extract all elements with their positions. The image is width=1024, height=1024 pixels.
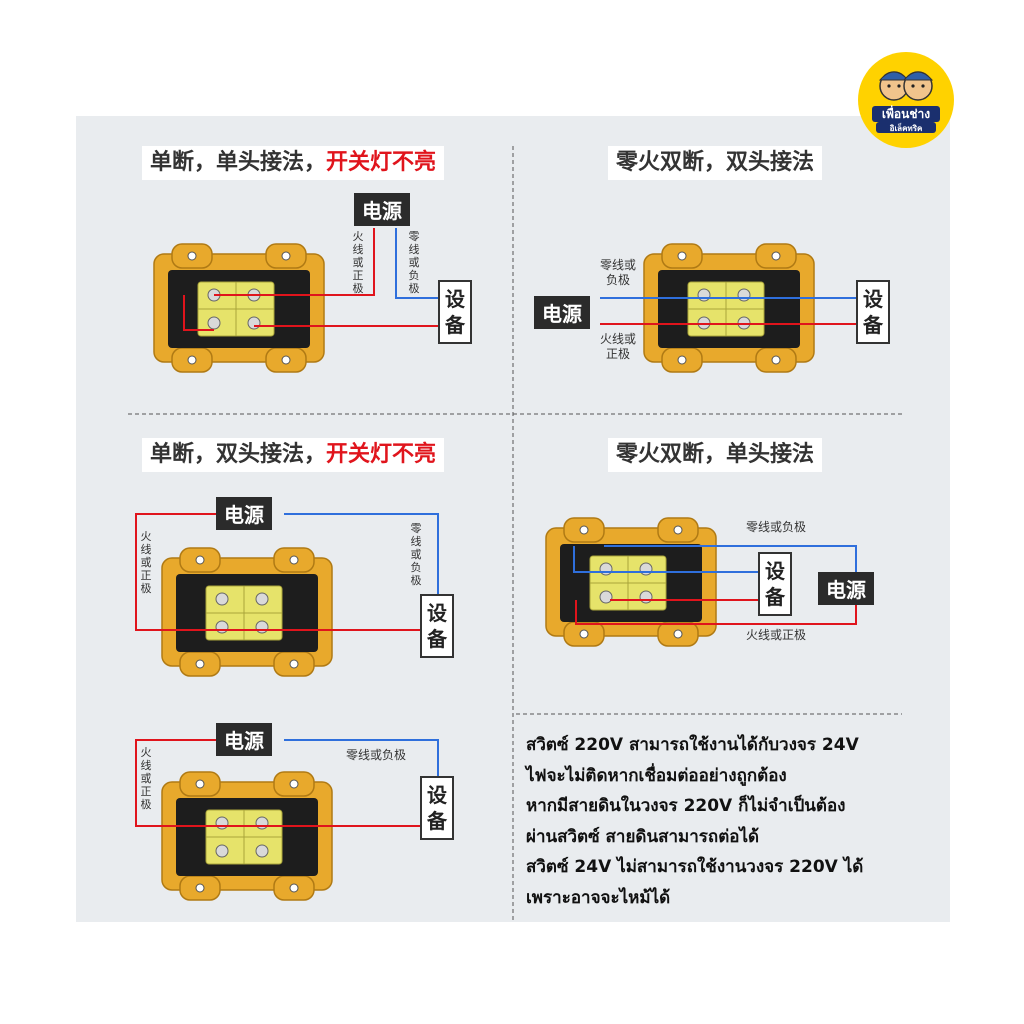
mechanic-mascot-icon: เพื่อนช่าง อิเล็คทริค xyxy=(872,71,940,133)
panel-3-neutral-label: 零线或负极 xyxy=(410,522,422,587)
panel-1-title: 单断，单头接法，开关灯不亮 xyxy=(142,146,445,180)
panel-5-live-label: 火线或正极 xyxy=(140,746,152,811)
switch-housing-1 xyxy=(153,243,325,373)
neutral-wire-4a xyxy=(573,546,760,573)
panel-3-live-label: 火线或正极 xyxy=(140,530,152,595)
live-wire-3 xyxy=(135,513,420,631)
note-line-5: สวิตซ์ 24V ไม่สามารถใช้งานวงจร 220V ได้ xyxy=(526,857,864,877)
live-wire-1a xyxy=(183,295,214,331)
panel-1-equipment-box: 设备 xyxy=(438,280,472,344)
panel-1-title-warning: 开关灯不亮 xyxy=(326,150,437,175)
switch-housing-3 xyxy=(161,547,333,677)
panel-4-neutral-label: 零线或负极 xyxy=(746,520,807,534)
panel-3-title: 单断，双头接法，开关灯不亮 xyxy=(142,438,445,472)
panel-4-equipment-box: 设备 xyxy=(758,552,792,616)
live-wire-4b xyxy=(575,600,857,625)
live-wire-1b xyxy=(214,228,375,296)
panel-2-live-label: 火线或正极 xyxy=(599,332,636,361)
thai-note: สวิตซ์ 220V สามารถใช้งานได้กับวงจร 24V ไ… xyxy=(526,730,956,913)
panel-1-live-label: 火线或正极 xyxy=(352,230,364,295)
panel-3-power-label: 电源 xyxy=(216,497,272,530)
logo-line-1: เพื่อนช่าง xyxy=(882,105,930,121)
panel-4-power-label: 电源 xyxy=(818,572,874,605)
panel-1-neutral-label: 零线或负极 xyxy=(408,230,420,295)
switch-housing-4 xyxy=(545,517,717,647)
switch-housing-5 xyxy=(161,771,333,901)
panel-3-title-warning: 开关灯不亮 xyxy=(326,442,437,467)
neutral-wire-5 xyxy=(284,739,439,778)
panel-5-equipment-box: 设备 xyxy=(420,776,454,840)
panel-5-power-label: 电源 xyxy=(216,723,272,756)
panel-4-live-label: 火线或正极 xyxy=(746,628,807,642)
live-wire-5 xyxy=(135,739,420,827)
switch-housing-2 xyxy=(643,243,815,373)
note-line-1: สวิตซ์ 220V สามารถใช้งานได้กับวงจร 24V xyxy=(526,735,859,755)
panel-1-power-label: 电源 xyxy=(354,193,410,226)
neutral-wire-3 xyxy=(284,513,439,596)
panel-1-title-text: 单断，单头接法， xyxy=(150,150,327,175)
panel-4-title-text: 零火双断，单头接法 xyxy=(616,442,815,467)
panel-2-title: 零火双断，双头接法 xyxy=(608,146,823,180)
neutral-wire-1 xyxy=(395,228,440,299)
panel-4-title: 零火双断，单头接法 xyxy=(608,438,823,472)
note-line-2: ไฟจะไม่ติดหากเชื่อมต่ออย่างถูกต้อง xyxy=(526,765,787,786)
note-line-3: หากมีสายดินในวงจร 220V ก็ไม่จำเป็นต้อง xyxy=(526,796,846,816)
panel-2-title-text: 零火双断，双头接法 xyxy=(616,150,815,175)
panel-2-power-label: 电源 xyxy=(534,296,590,329)
panel-3-title-text: 单断，双头接法， xyxy=(150,442,327,467)
panel-3-equipment-box: 设备 xyxy=(420,594,454,658)
brand-logo: เพื่อนช่าง อิเล็คทริค xyxy=(858,52,954,148)
logo-line-2: อิเล็คทริค xyxy=(889,122,922,133)
note-line-4: ผ่านสวิตซ์ สายดินสามารถต่อได้ xyxy=(526,826,760,847)
panel-2-equipment-box: 设备 xyxy=(856,280,890,344)
panel-5-neutral-label: 零线或负极 xyxy=(346,748,407,762)
note-line-6: เพราะอาจจะไหม้ได้ xyxy=(526,887,671,908)
panel-2-neutral-label: 零线或负极 xyxy=(599,258,636,287)
neutral-wire-4b xyxy=(604,545,857,578)
